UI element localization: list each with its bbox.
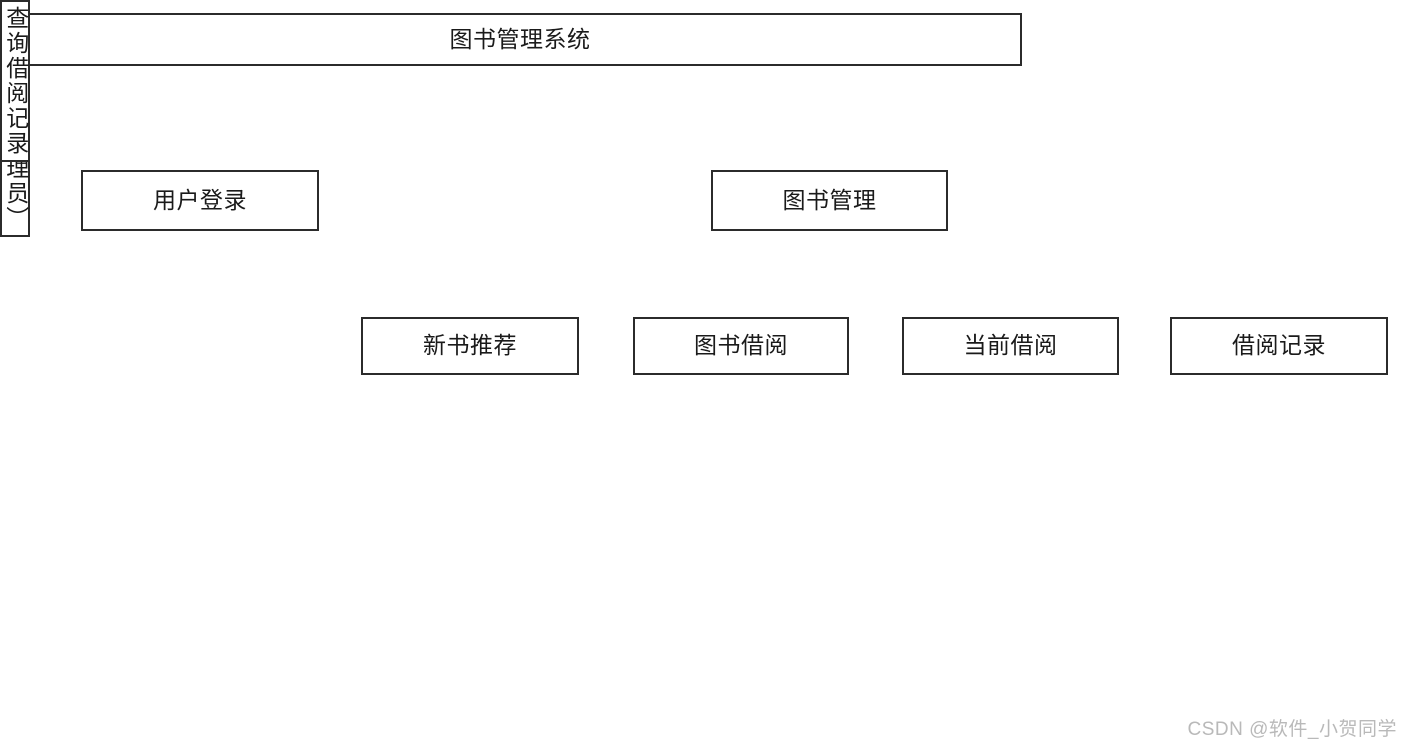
node-label: 查询借阅记录 xyxy=(2,6,29,156)
watermark-text: CSDN @软件_小贺同学 xyxy=(1187,719,1397,740)
node-label: 图书借阅 xyxy=(694,332,788,359)
node-label: 借阅记录 xyxy=(1232,332,1326,359)
node-label: 新书推荐 xyxy=(423,332,517,359)
node-level3-book-borrow[interactable]: 图书借阅 xyxy=(633,317,849,375)
node-label: 图书管理系统 xyxy=(449,25,591,52)
node-level2-book-management[interactable]: 图书管理 xyxy=(711,170,948,231)
node-leaf-query-borrow-record[interactable]: 查询借阅记录 xyxy=(0,0,30,162)
node-label: 图书管理 xyxy=(782,186,877,213)
node-level3-current-borrow[interactable]: 当前借阅 xyxy=(902,317,1119,375)
node-root[interactable]: 图书管理系统 xyxy=(18,13,1022,66)
node-level2-user-login[interactable]: 用户登录 xyxy=(81,170,319,231)
node-label: 当前借阅 xyxy=(963,332,1058,359)
node-label: 用户登录 xyxy=(153,186,247,213)
node-level3-borrow-record[interactable]: 借阅记录 xyxy=(1170,317,1388,375)
node-level3-new-book-recommend[interactable]: 新书推荐 xyxy=(361,317,579,375)
